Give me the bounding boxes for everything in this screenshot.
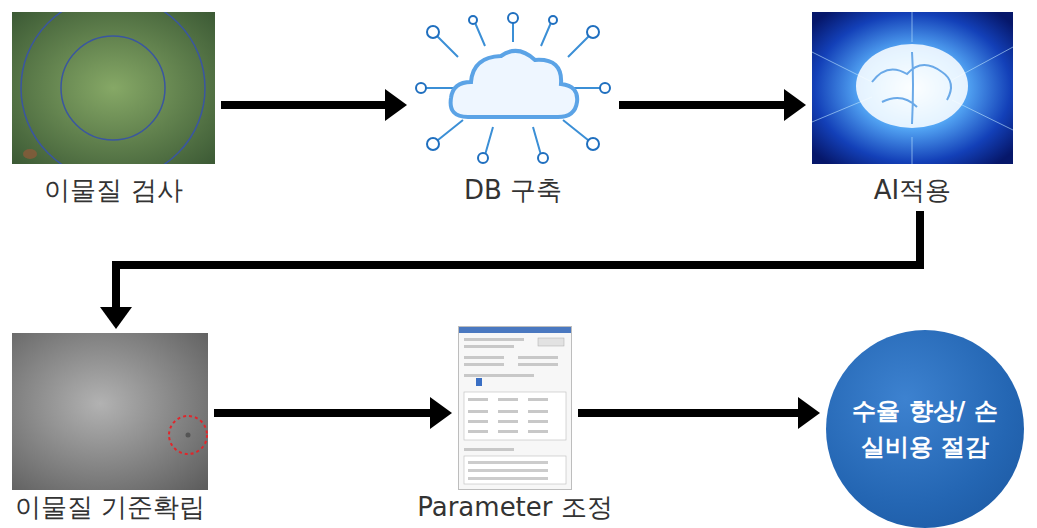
step-caption: 이물질 검사 <box>41 175 185 205</box>
cloud-db-icon <box>413 12 613 164</box>
result-circle: 수율 향상/ 손실비용 절감 <box>826 330 1024 528</box>
parameter-window <box>458 326 572 490</box>
step-caption: 이물질 기준확립 <box>12 492 208 522</box>
process-step: 이물질 기준확립 <box>12 333 208 522</box>
process-step: Parameter 조정 <box>458 326 572 522</box>
image-area <box>513 12 514 175</box>
brain-image <box>812 12 1013 164</box>
flow-arrow <box>100 211 920 329</box>
flow-arrow <box>578 397 820 429</box>
process-step: AI적용 <box>812 12 1013 205</box>
flow-arrow <box>214 397 452 429</box>
image-area <box>912 12 913 175</box>
image-area <box>113 12 114 175</box>
image-area <box>515 326 516 492</box>
flow-arrow <box>619 89 806 121</box>
step-caption: AI적용 <box>871 175 954 205</box>
defect-photo <box>12 333 208 490</box>
inspection-photo <box>12 12 215 164</box>
process-step: 이물질 검사 <box>12 12 215 205</box>
step-caption: Parameter 조정 <box>414 492 616 522</box>
process-step: DB 구축 <box>413 12 613 205</box>
result-text: 수율 향상/ 손실비용 절감 <box>843 393 1007 465</box>
flow-arrow <box>221 89 407 121</box>
step-caption: DB 구축 <box>461 175 565 205</box>
image-area <box>110 333 111 492</box>
